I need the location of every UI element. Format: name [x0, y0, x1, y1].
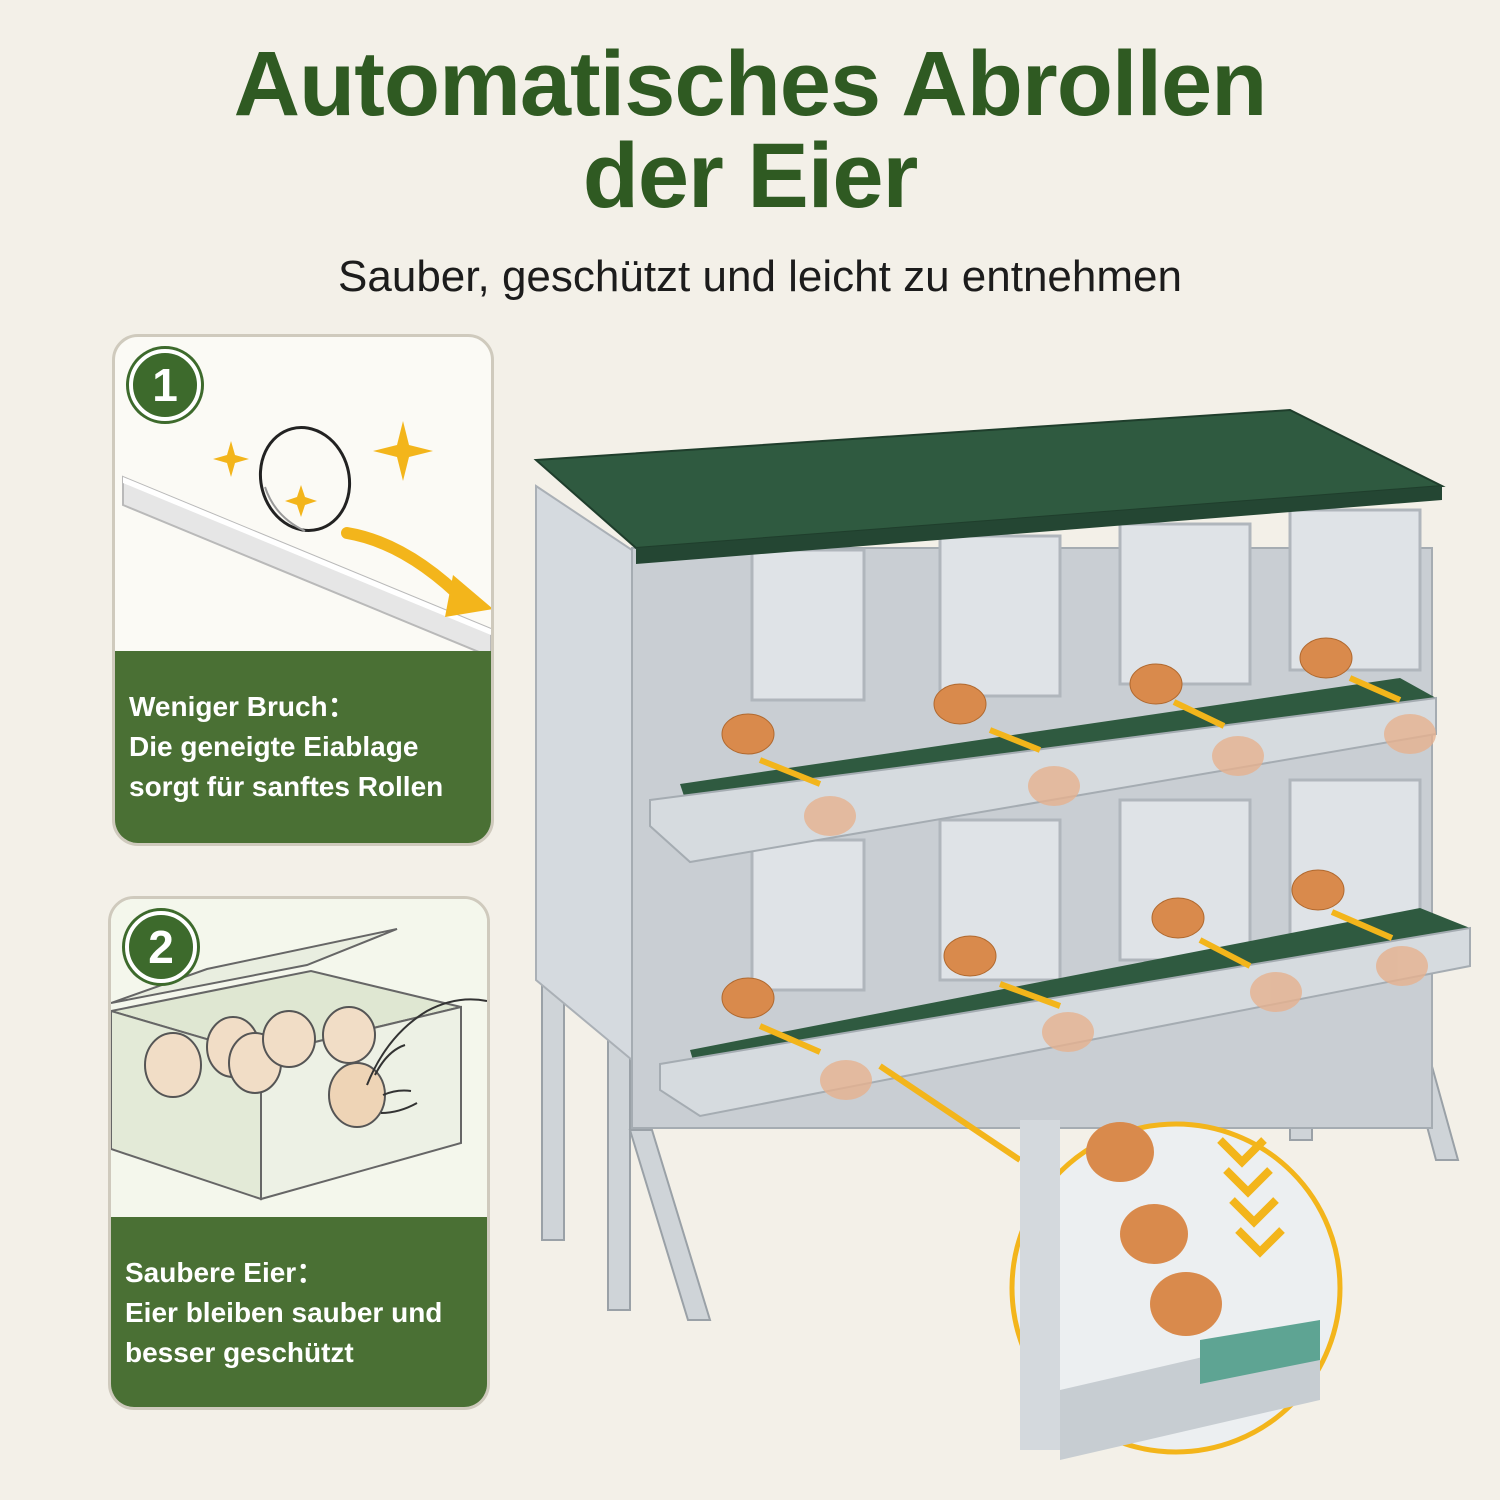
feature-1-line-1: Die geneigte Eiablage — [129, 731, 419, 762]
feature-number-2: 2 — [125, 911, 197, 983]
feature-card-2: 2 Saubere Eier： Eier bleiben sauber und … — [108, 896, 490, 1410]
roll-direction-arrows — [758, 675, 1402, 1163]
page-subtitle: Sauber, geschützt und leicht zu entnehme… — [338, 252, 1182, 301]
title-line-2: der Eier — [582, 125, 919, 227]
title-line-1: Automatisches Abrollen — [233, 33, 1268, 135]
feature-1-heading: Weniger Bruch： — [129, 691, 356, 722]
feature-band-2: Saubere Eier： Eier bleiben sauber und be… — [111, 1217, 487, 1407]
compartments — [750, 508, 1422, 992]
nesting-box-product — [533, 408, 1471, 1460]
rolling-eggs — [804, 714, 1436, 1100]
rolling-egg-illustration — [122, 421, 491, 657]
zoom-detail-circle — [1009, 1120, 1343, 1460]
feature-1-line-2: sorgt für sanftes Rollen — [129, 771, 444, 802]
feature-2-heading: Saubere Eier： — [125, 1257, 325, 1288]
feature-2-line-2: besser geschützt — [125, 1337, 354, 1368]
eggs — [721, 637, 1353, 1019]
feature-band-1: Weniger Bruch： Die geneigte Eiablage sor… — [115, 651, 491, 843]
feature-number-1: 1 — [129, 349, 201, 421]
page-title: Automatisches Abrollen der Eier — [0, 38, 1500, 222]
feature-2-line-1: Eier bleiben sauber und — [125, 1297, 443, 1328]
feature-card-1: 1 Weniger Bruch： Die geneigte Eiablage s… — [112, 334, 494, 846]
